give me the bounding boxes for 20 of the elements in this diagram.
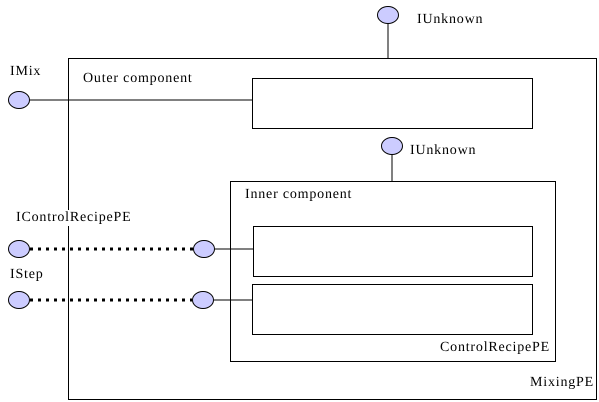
component-title: Outer component [83, 71, 193, 87]
dotted-connector [30, 248, 193, 250]
interface-lollipop-circle [381, 137, 403, 155]
interface-lollipop-circle [193, 240, 215, 258]
interface-lollipop-circle [192, 291, 214, 309]
interface-box [252, 78, 533, 129]
interface-lollipop-circle [377, 6, 399, 24]
component-name: MixingPE [530, 375, 594, 391]
interface-name: IStep [10, 267, 44, 283]
dotted-connector [30, 298, 192, 302]
interface-box [253, 226, 533, 277]
component-box [230, 181, 556, 362]
interface-name: IControlRecipePE [16, 210, 132, 226]
component-name: ControlRecipePE [440, 340, 550, 356]
interface-lollipop-circle [8, 291, 30, 309]
interface-lollipop-circle [8, 240, 30, 258]
interface-box [252, 284, 533, 335]
interface-lollipop-circle [8, 91, 30, 109]
connector-line [214, 248, 254, 250]
component-title: Inner component [245, 187, 352, 203]
